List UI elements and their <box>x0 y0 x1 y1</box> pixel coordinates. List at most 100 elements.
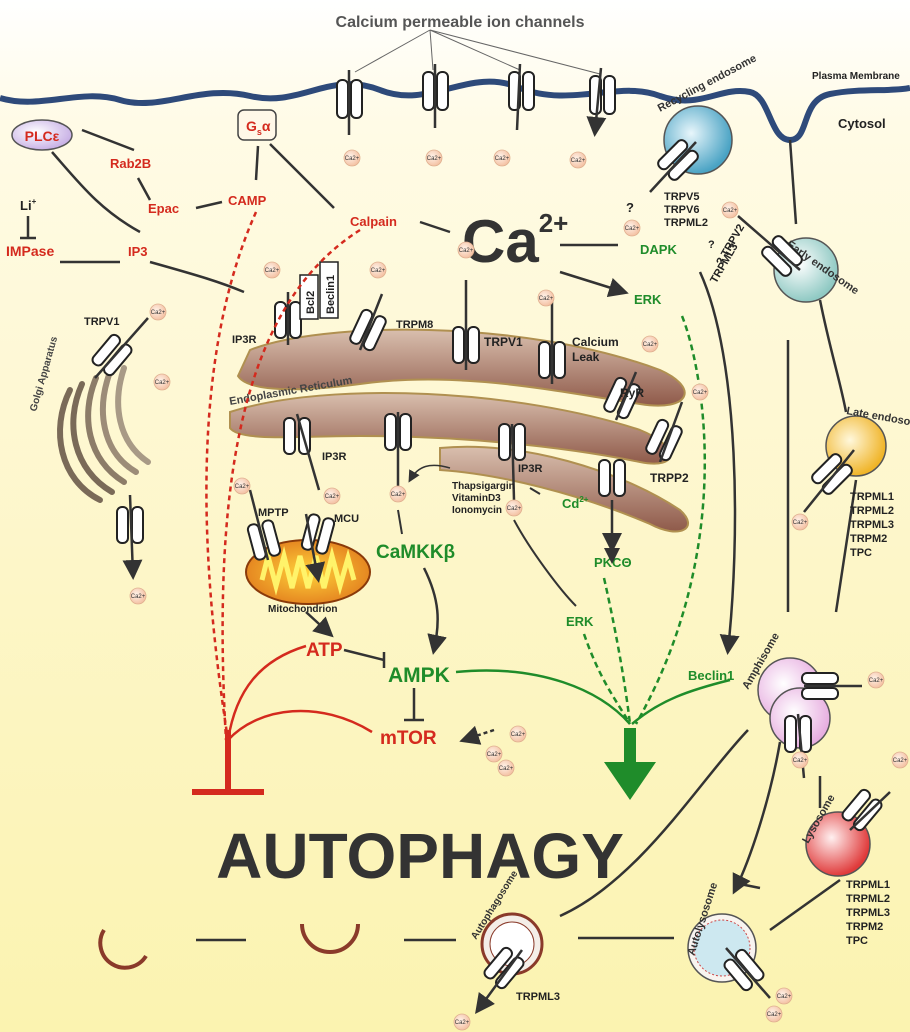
endosome-channels <box>483 139 883 992</box>
calcium-ion-label: Ca2+ <box>427 156 442 162</box>
recycling-list-1: TRPV5 <box>664 191 699 203</box>
calcium-ion-label: Ca2+ <box>539 296 554 302</box>
calcium-ion-label: Ca2+ <box>131 594 146 600</box>
ip3r-label-3: IP3R <box>518 463 543 475</box>
calcium-ion: Ca2+ <box>569 151 587 169</box>
mito-to-atp <box>305 611 334 638</box>
golgi-apparatus <box>57 365 151 503</box>
li-inhibition <box>20 216 36 240</box>
calcium-ion-label: Ca2+ <box>455 1020 470 1026</box>
calcium-leak-label-2: Leak <box>572 350 600 364</box>
red-inhibition-lines <box>205 211 373 741</box>
epac-label: Epac <box>148 201 179 216</box>
question-mark-1: ? <box>626 200 634 215</box>
vitamind3-label: VitaminD3 <box>452 493 501 504</box>
plasma-membrane <box>0 78 910 144</box>
calcium-ion: Ca2+ <box>891 751 909 769</box>
mtor-label: mTOR <box>380 728 437 749</box>
calcium-ion-label: Ca2+ <box>793 520 808 526</box>
autophagy-block-bar <box>192 730 264 795</box>
phagophore-2 <box>300 923 360 954</box>
li-label: Li+ <box>20 197 37 213</box>
calcium-ion-label: Ca2+ <box>507 506 522 512</box>
calcium-ion-label: Ca2+ <box>371 268 386 274</box>
calcium-ion: Ca2+ <box>129 587 147 605</box>
svg-text:PLCε: PLCε <box>25 128 60 144</box>
ip3-label: IP3 <box>128 244 148 259</box>
lysosome <box>805 811 871 877</box>
calcium-ion-label: Ca2+ <box>459 248 474 254</box>
late-list-3: TRPML3 <box>850 519 894 531</box>
calcium-ion-label: Ca2+ <box>793 758 808 764</box>
trpm8-label: TRPM8 <box>396 319 433 331</box>
calcium-ion: Ca2+ <box>791 751 809 769</box>
calcium-ion: Ca2+ <box>497 759 515 777</box>
ryr-label: RyR <box>620 386 644 400</box>
calcium-ion: Ca2+ <box>425 149 443 167</box>
title-leader-lines <box>354 29 601 75</box>
lyso-list-2: TRPML2 <box>846 893 890 905</box>
calcium-ion-label: Ca2+ <box>625 226 640 232</box>
calcium-ion: Ca2+ <box>691 383 709 401</box>
lyso-list-3: TRPML3 <box>846 907 890 919</box>
autophagy-title: AUTOPHAGY <box>216 820 624 892</box>
late-list-2: TRPML2 <box>850 505 894 517</box>
calcium-ion-label: Ca2+ <box>325 494 340 500</box>
phagophore-1 <box>98 928 148 970</box>
signaling-arrows <box>51 128 624 292</box>
calcium-ion: Ca2+ <box>775 987 793 1005</box>
calcium-ion: Ca2+ <box>389 485 407 503</box>
ampk-label: AMPK <box>388 664 450 687</box>
calcium-ion: Ca2+ <box>867 671 885 689</box>
mtor-dashed-arrow <box>459 725 495 745</box>
autolysosome <box>687 913 757 983</box>
cytosol-label: Cytosol <box>838 116 886 131</box>
recycling-list-3: TRPML2 <box>664 217 708 229</box>
er-arrows <box>286 280 684 548</box>
plasma-membrane-label: Plasma Membrane <box>812 71 900 82</box>
recycling-list-2: TRPV6 <box>664 204 699 216</box>
thapsigargin-label: Thapsigargin <box>452 481 515 492</box>
calcium-ion: Ca2+ <box>343 149 361 167</box>
calcium-ion-label: Ca2+ <box>345 156 360 162</box>
atp-label: ATP <box>306 640 343 661</box>
er-channels <box>274 301 683 497</box>
calcium-ion-label: Ca2+ <box>511 732 526 738</box>
calcium-ion: Ca2+ <box>721 201 739 219</box>
calcium-ion: Ca2+ <box>493 149 511 167</box>
svg-text:Beclin1: Beclin1 <box>325 275 337 314</box>
calcium-ion-label: Ca2+ <box>723 208 738 214</box>
gsa-node: Gsα <box>237 109 277 141</box>
calcium-ion-label: Ca2+ <box>235 484 250 490</box>
calcium-ion-label: Ca2+ <box>777 994 792 1000</box>
calcium-ion: Ca2+ <box>537 289 555 307</box>
svg-text:Bcl2: Bcl2 <box>305 291 317 314</box>
mitochondrion-label: Mitochondrion <box>268 604 337 615</box>
mito-channel-arrows <box>248 489 318 578</box>
question-mark-2: ? <box>708 239 715 251</box>
trpp2-label: TRPP2 <box>650 471 689 485</box>
recycling-endosome-label: Recycling endosome <box>656 52 759 114</box>
calcium-ions: Ca2+ Ca2+ Ca2+ Ca2+ Ca2+ Ca2+ Ca2+ Ca2+ Ca2+ Ca2+… <box>129 149 909 1031</box>
calcium-ion-label: Ca2+ <box>487 752 502 758</box>
camkk-label: CaMKKβ <box>376 542 455 563</box>
impase-label: IMPase <box>6 243 54 259</box>
erk-label-2: ERK <box>566 614 594 629</box>
calcium-ion-label: Ca2+ <box>869 678 884 684</box>
calpain-label: Calpain <box>350 214 397 229</box>
thapsigargin-arrow <box>408 464 451 483</box>
ip3r-label-2: IP3R <box>322 451 347 463</box>
golgi-label: Golgi Apparatus <box>28 335 60 413</box>
calcium-ion-label: Ca2+ <box>767 1012 782 1018</box>
golgi-arrows <box>94 317 148 575</box>
calcium-ion: Ca2+ <box>153 373 171 391</box>
ionomycin-label: Ionomycin <box>452 505 502 516</box>
recycling-endosome <box>663 105 733 175</box>
calcium-ion: Ca2+ <box>233 477 251 495</box>
calcium-ion-label: Ca2+ <box>643 342 658 348</box>
calcium-ion: Ca2+ <box>323 487 341 505</box>
endosome-channel-arrows <box>478 141 891 1010</box>
autophagy-stage-arrows <box>196 729 841 942</box>
calcium-ion-label: Ca2+ <box>265 268 280 274</box>
